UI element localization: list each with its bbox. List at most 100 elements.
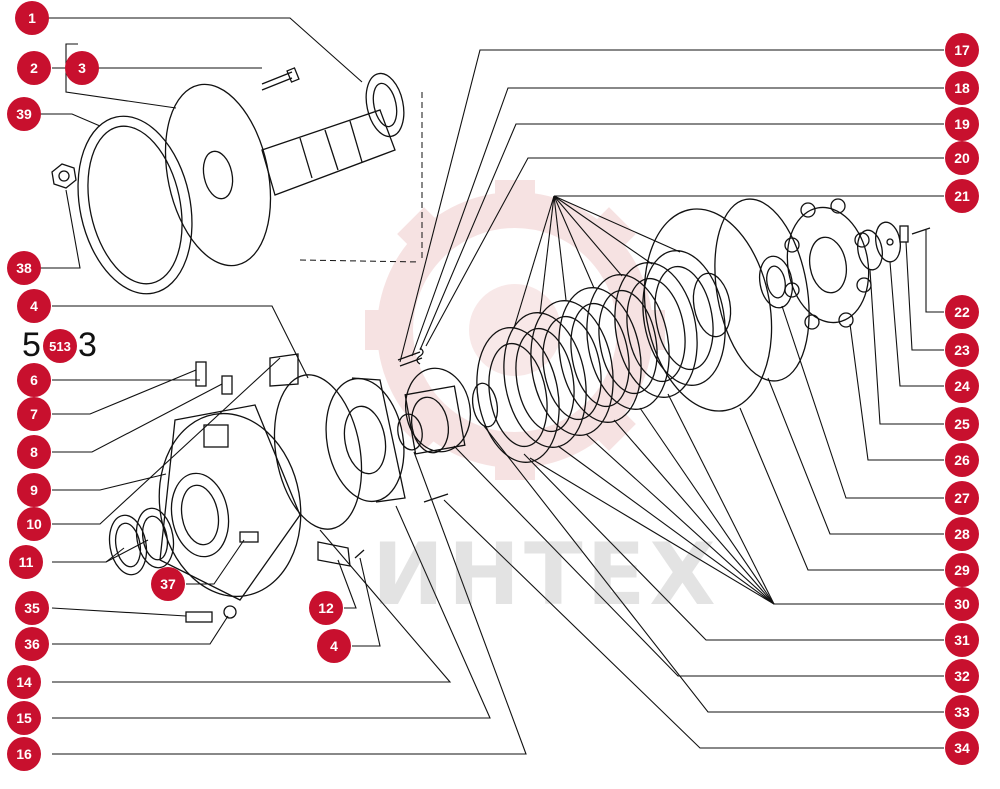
callout-label: 37 xyxy=(160,576,176,592)
callout-badge-circle xyxy=(945,587,979,621)
callout-badge-circle xyxy=(945,443,979,477)
callout-badge-circle xyxy=(945,407,979,441)
callout-badge-circle xyxy=(945,107,979,141)
callout-35[interactable]: 35 xyxy=(15,591,49,625)
callout-30[interactable]: 30 xyxy=(945,587,979,621)
callout-12[interactable]: 12 xyxy=(309,591,343,625)
leader-lines xyxy=(40,17,944,755)
callout-badge-circle xyxy=(15,1,49,35)
seal-rings-10-11 xyxy=(108,507,175,576)
overlay-badge-label: 513 xyxy=(49,339,71,354)
callout-39[interactable]: 39 xyxy=(7,97,41,131)
callout-label: 33 xyxy=(954,704,970,720)
callout-33[interactable]: 33 xyxy=(945,695,979,729)
callout-badge-circle xyxy=(17,363,51,397)
callout-label: 23 xyxy=(954,342,970,358)
callout-28[interactable]: 28 xyxy=(945,517,979,551)
callout-38[interactable]: 38 xyxy=(7,251,41,285)
callout-badge-circle xyxy=(17,435,51,469)
callout-15[interactable]: 15 xyxy=(7,701,41,735)
callout-badge-circle xyxy=(945,141,979,175)
callout-21[interactable]: 21 xyxy=(945,179,979,213)
overlay-badge[interactable]: 513 xyxy=(42,328,78,364)
housing-9 xyxy=(158,404,302,601)
callout-badge-circle xyxy=(945,553,979,587)
o-ring-14 xyxy=(273,374,363,530)
callout-label: 29 xyxy=(954,562,970,578)
bearing-27 xyxy=(758,255,794,309)
callout-34[interactable]: 34 xyxy=(945,731,979,765)
callout-27[interactable]: 27 xyxy=(945,481,979,515)
callout-label: 18 xyxy=(954,80,970,96)
callout-22[interactable]: 22 xyxy=(945,295,979,329)
seal-ring-1 xyxy=(365,72,405,138)
callout-label: 21 xyxy=(954,188,970,204)
callout-label: 31 xyxy=(954,632,970,648)
gasket-39 xyxy=(77,115,193,295)
ring-25 xyxy=(857,229,883,271)
washer-24 xyxy=(875,221,901,263)
callout-14[interactable]: 14 xyxy=(7,665,41,699)
callout-badge-circle xyxy=(9,545,43,579)
callout-badge-circle xyxy=(945,695,979,729)
callout-badge-circle xyxy=(7,701,41,735)
callout-7[interactable]: 7 xyxy=(17,397,51,431)
callout-9[interactable]: 9 xyxy=(17,473,51,507)
callout-20[interactable]: 20 xyxy=(945,141,979,175)
callout-11[interactable]: 11 xyxy=(9,545,43,579)
callout-label: 14 xyxy=(16,674,32,690)
hub-gear-32 xyxy=(404,367,471,455)
callout-29[interactable]: 29 xyxy=(945,553,979,587)
callout-37[interactable]: 37 xyxy=(151,567,185,601)
callout-badge-circle xyxy=(17,51,51,85)
callout-3[interactable]: 3 xyxy=(65,51,99,85)
callout-2[interactable]: 2 xyxy=(17,51,51,85)
piston-15 xyxy=(325,377,406,503)
callout-4[interactable]: 4 xyxy=(317,629,351,663)
callout-badge-circle xyxy=(309,591,343,625)
clip-23 xyxy=(899,225,909,243)
callout-16[interactable]: 16 xyxy=(7,737,41,771)
callout-badge-circle xyxy=(151,567,185,601)
callout-label: 22 xyxy=(954,304,970,320)
callout-36[interactable]: 36 xyxy=(15,627,49,661)
callout-label: 17 xyxy=(954,42,970,58)
callout-label: 24 xyxy=(954,378,970,394)
callout-31[interactable]: 31 xyxy=(945,623,979,657)
callout-badge-circle xyxy=(317,629,351,663)
callout-32[interactable]: 32 xyxy=(945,659,979,693)
callout-label: 4 xyxy=(330,638,338,654)
callout-19[interactable]: 19 xyxy=(945,107,979,141)
overlay-number-right: 3 xyxy=(78,326,97,364)
callout-24[interactable]: 24 xyxy=(945,369,979,403)
callout-label: 10 xyxy=(26,516,42,532)
watermark-text: ИНТЕХ xyxy=(372,525,720,625)
callout-label: 30 xyxy=(954,596,970,612)
callout-label: 2 xyxy=(30,60,38,76)
callout-4[interactable]: 4 xyxy=(17,289,51,323)
bolt-22 xyxy=(911,227,931,235)
callout-badge-circle xyxy=(65,51,99,85)
nut-38 xyxy=(51,163,77,189)
callout-badge-circle xyxy=(945,731,979,765)
callout-label: 6 xyxy=(30,372,38,388)
snap-ring-16 xyxy=(397,413,423,451)
callout-17[interactable]: 17 xyxy=(945,33,979,67)
callout-label: 8 xyxy=(30,444,38,460)
callout-label: 28 xyxy=(954,526,970,542)
callout-label: 34 xyxy=(954,740,970,756)
callout-1[interactable]: 1 xyxy=(15,1,49,35)
callout-badge-circle xyxy=(945,333,979,367)
callout-badge-circle xyxy=(945,369,979,403)
callout-8[interactable]: 8 xyxy=(17,435,51,469)
callout-badge-circle xyxy=(945,295,979,329)
callout-18[interactable]: 18 xyxy=(945,71,979,105)
callout-23[interactable]: 23 xyxy=(945,333,979,367)
callout-25[interactable]: 25 xyxy=(945,407,979,441)
callout-badge-circle xyxy=(7,737,41,771)
callout-badge-circle xyxy=(945,517,979,551)
callout-26[interactable]: 26 xyxy=(945,443,979,477)
callout-10[interactable]: 10 xyxy=(17,507,51,541)
callout-6[interactable]: 6 xyxy=(17,363,51,397)
